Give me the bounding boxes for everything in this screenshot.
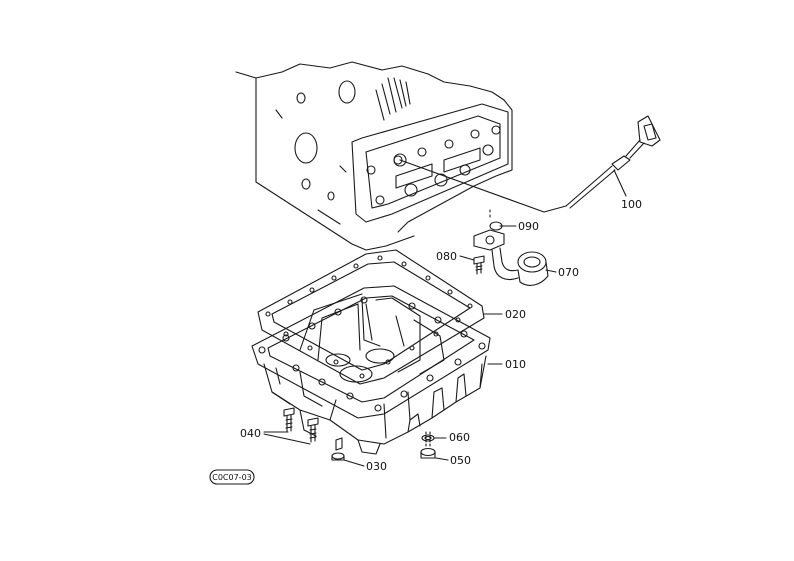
engine-block — [235, 61, 513, 251]
callout-050: 050 — [450, 454, 471, 467]
drain-plug — [420, 431, 436, 459]
oil-pan — [251, 285, 491, 455]
o-ring — [489, 209, 503, 231]
callout-090: 090 — [518, 220, 539, 233]
callout-020: 020 — [505, 308, 526, 321]
callout-labels: 100 090 070 080 020 010 040 030 060 050 — [240, 198, 642, 473]
callout-030: 030 — [366, 460, 387, 473]
figure-reference: C0C07-03 — [209, 469, 255, 485]
callout-040: 040 — [240, 427, 261, 440]
strainer-bolt — [473, 255, 485, 275]
callout-060: 060 — [449, 431, 470, 444]
oil-pan-gasket — [257, 249, 485, 385]
callout-070: 070 — [558, 266, 579, 279]
callout-010: 010 — [505, 358, 526, 371]
pan-bolts — [283, 407, 319, 443]
dipstick — [399, 115, 661, 213]
figure-reference-text: C0C07-03 — [212, 473, 252, 482]
pan-bolt-short — [331, 437, 345, 461]
drain-washer — [421, 434, 435, 442]
oil-strainer — [473, 229, 549, 286]
leader-lines — [263, 169, 627, 467]
callout-080: 080 — [436, 250, 457, 263]
callout-100: 100 — [621, 198, 642, 211]
